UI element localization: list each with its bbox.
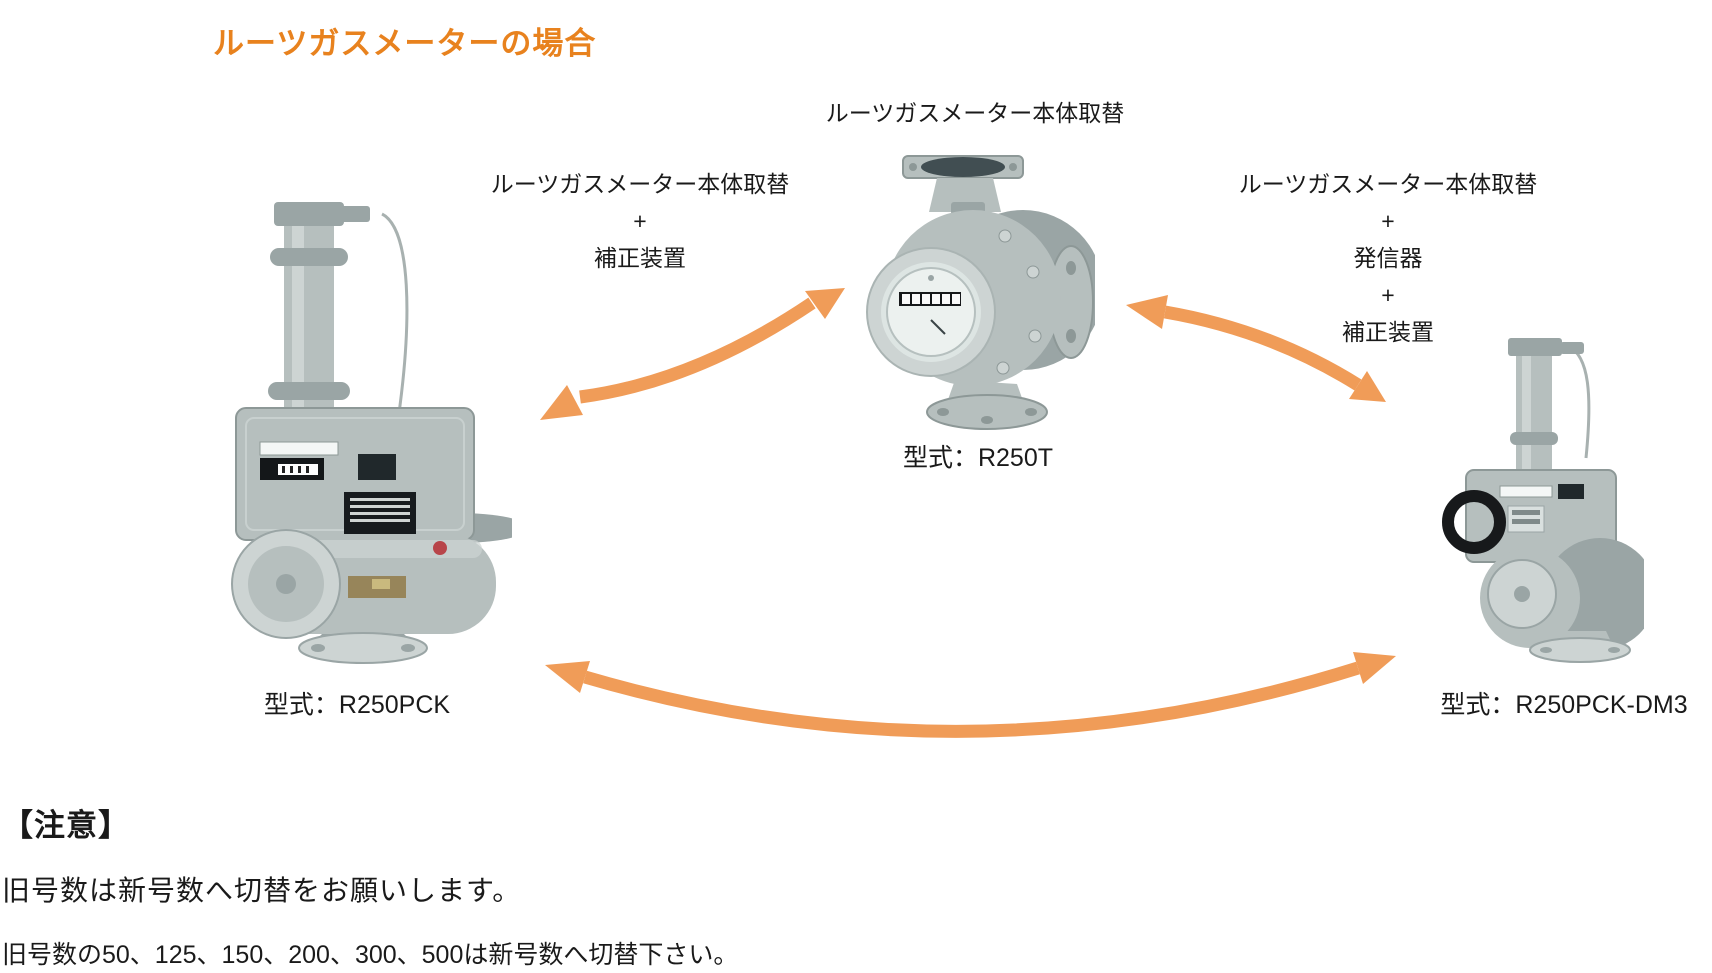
model-label-r250pck-dm3: 型式：R250PCK-DM3	[1440, 691, 1688, 719]
notes-line: 旧号数は新号数へ切替をお願いします。	[2, 875, 522, 906]
plus-sign: +	[1381, 282, 1395, 308]
right-replacement-label: ルーツガスメーター本体取替 + 発信器 + 補正装置	[1208, 166, 1568, 351]
replacement-label-line: 補正装置	[594, 245, 686, 271]
meter-image-r250t	[866, 155, 1095, 430]
center-replacement-label: ルーツガスメーター本体取替	[825, 100, 1125, 126]
meter-image-r250pck	[231, 202, 512, 664]
notes-heading: 【注意】	[2, 808, 130, 843]
page-title: ルーツガスメーターの場合	[213, 26, 597, 61]
notes-line: 旧号数の50、125、150、200、300、500は新号数へ切替下さい。	[2, 941, 739, 969]
replacement-label-line: 補正装置	[1342, 319, 1434, 345]
notes-section: 【注意】 旧号数は新号数へ切替をお願いします。 旧号数の50、125、150、2…	[2, 800, 1002, 971]
model-label-r250pck: 型式：R250PCK	[263, 691, 451, 719]
plus-sign: +	[633, 208, 647, 234]
model-label-r250t: 型式：R250T	[902, 444, 1054, 472]
arrow-right-to-center-icon	[1126, 295, 1386, 402]
replacement-label-line: ルーツガスメーター本体取替	[1238, 171, 1538, 197]
meter-image-r250pck-dm3	[1442, 338, 1644, 663]
replacement-label-line: 発信器	[1353, 245, 1423, 271]
plus-sign: +	[1381, 208, 1395, 234]
left-replacement-label: ルーツガスメーター本体取替 + 補正装置	[460, 166, 820, 277]
replacement-label-line: ルーツガスメーター本体取替	[490, 171, 790, 197]
arrow-left-to-center-icon	[540, 288, 845, 420]
arrow-left-to-right-icon	[545, 652, 1396, 738]
